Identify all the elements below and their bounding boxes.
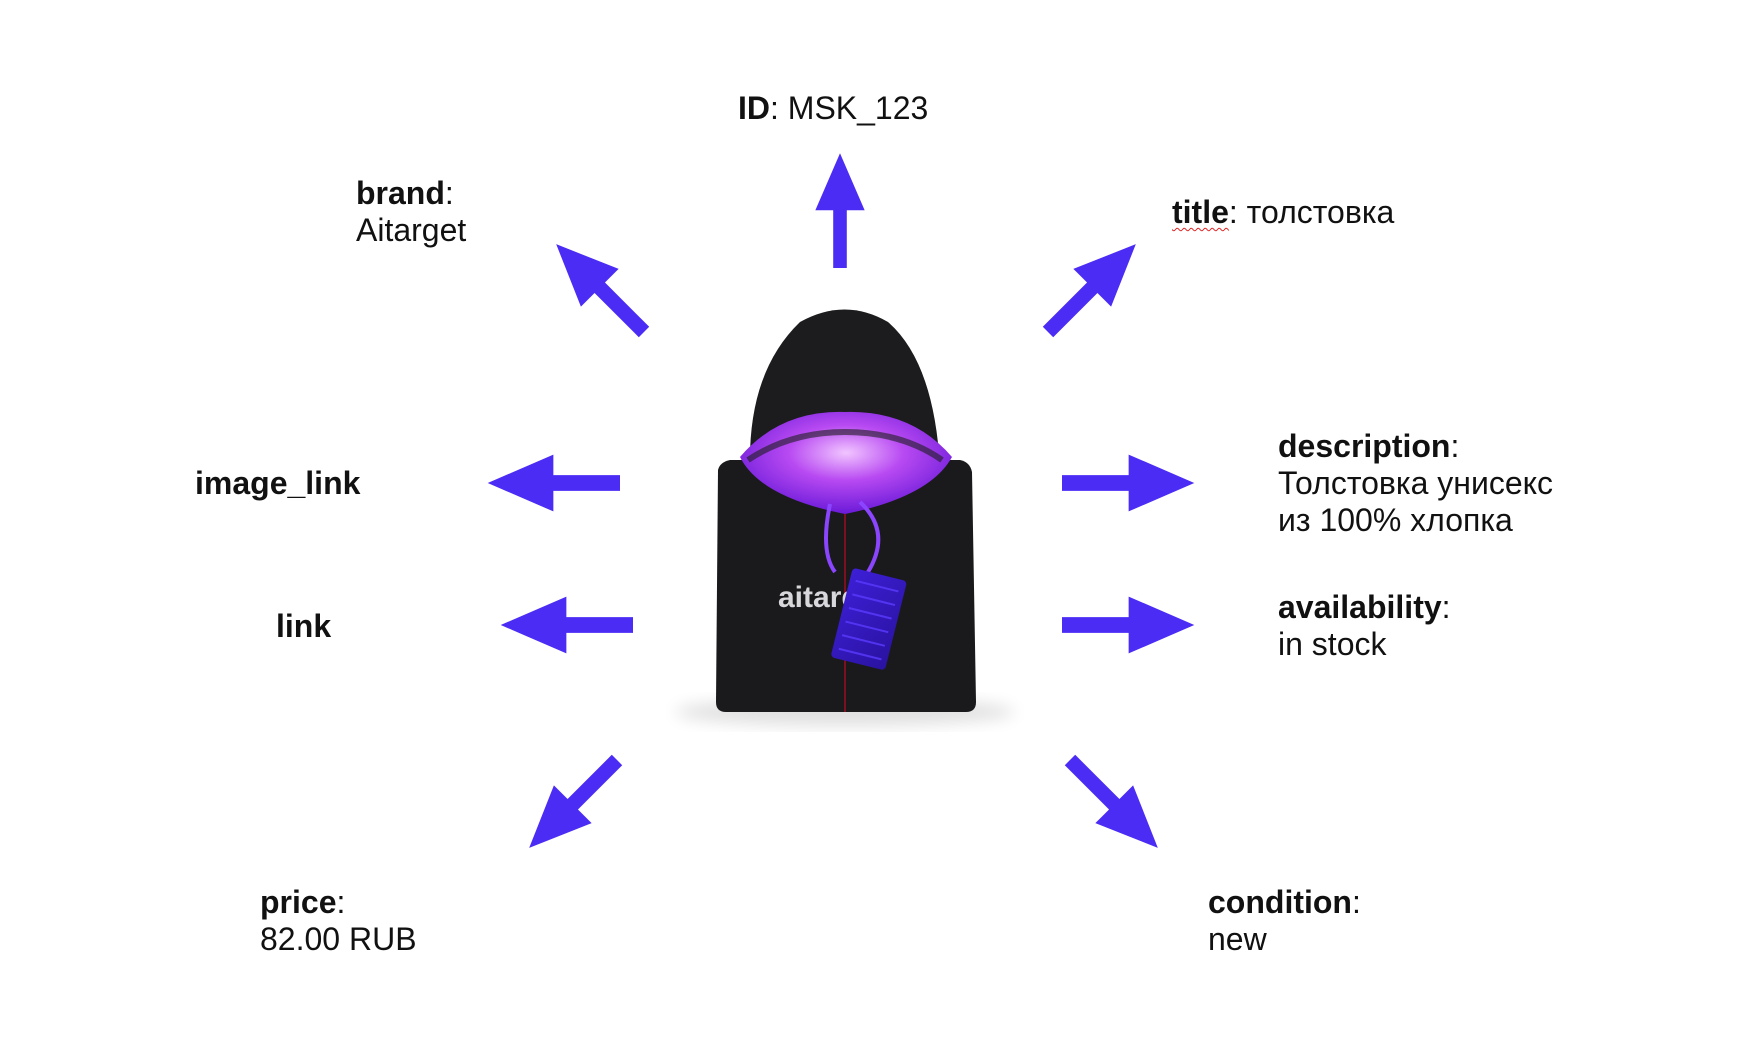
availability-label: availability: in stock [1278, 589, 1451, 662]
arrow-left-icon [487, 454, 620, 512]
availability-value: in stock [1278, 626, 1387, 662]
arrow-down-left-icon [510, 741, 636, 867]
image-link-key: image_link [195, 465, 361, 501]
id-value: MSK_123 [787, 90, 929, 126]
link-label: link [276, 608, 331, 645]
brand-key: brand [356, 175, 445, 211]
arrow-down-right-icon [1051, 741, 1177, 867]
title-label: title: толстовка [1172, 194, 1395, 230]
description-label: description: Толстовка унисекс из 100% х… [1278, 428, 1553, 538]
arrow-right-icon [1062, 454, 1195, 512]
condition-value: new [1208, 921, 1267, 957]
title-key: title [1172, 194, 1229, 230]
arrow-up-icon [815, 153, 865, 268]
brand-value: Aitarget [356, 212, 467, 248]
price-value: 82.00 RUB [260, 921, 417, 957]
link-key: link [276, 608, 332, 644]
product-image: aitarget [675, 309, 1015, 726]
description-value-line2: из 100% хлопка [1278, 502, 1513, 538]
title-value: толстовка [1246, 194, 1395, 230]
description-value-line1: Толстовка унисекс [1278, 465, 1553, 501]
availability-key: availability [1278, 589, 1442, 625]
condition-label: condition: new [1208, 884, 1361, 957]
price-label: price: 82.00 RUB [260, 884, 417, 957]
arrow-right-icon [1062, 596, 1195, 654]
hang-tag [831, 568, 907, 670]
brand-label: brand: Aitarget [356, 175, 467, 248]
drawstring-right [858, 500, 881, 574]
id-label: ID: MSK_123 [738, 90, 929, 126]
id-key: ID [738, 90, 770, 126]
drawstring-left [824, 503, 837, 574]
description-key: description [1278, 428, 1451, 464]
arrow-left-icon [500, 596, 633, 654]
image-link-label: image_link [195, 465, 360, 502]
condition-key: condition [1208, 884, 1352, 920]
price-key: price [260, 884, 337, 920]
